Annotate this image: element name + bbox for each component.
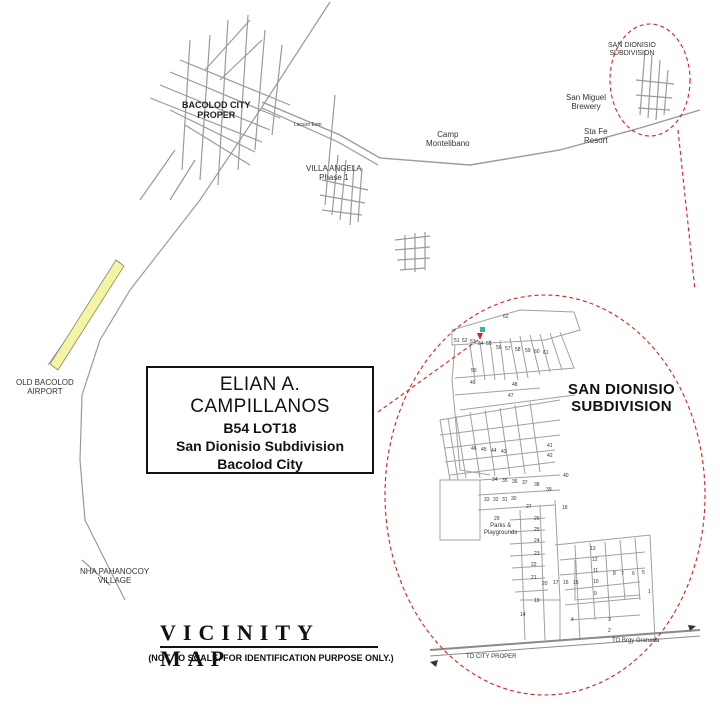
block-number: 21 (531, 575, 537, 581)
block-number: 33 (484, 497, 490, 503)
block-number: 60 (534, 349, 540, 355)
block-number: 55 (486, 341, 492, 347)
label-parks: Parks & Playgrounds (484, 523, 518, 536)
label-to-granada: TO Brgy Granada (612, 638, 660, 644)
owner-info-box: ELIAN A. CAMPILLANOS B54 LOT18 San Dioni… (146, 366, 374, 474)
label-sd-small: SAN DIONISIO SUBDIVISION (608, 42, 656, 58)
owner-lot: B54 LOT18 (223, 420, 297, 436)
label-brewery: San Miguel Brewery (566, 93, 607, 112)
owner-name: ELIAN A. CAMPILLANOS (190, 374, 330, 417)
block-number: 58 (515, 347, 521, 353)
block-number: 47 (508, 393, 514, 399)
arrow-right (688, 625, 696, 631)
main-highway (79, 1, 331, 601)
block-number: 62 (503, 314, 509, 320)
bottom-road (429, 629, 701, 651)
block-number: 54 (478, 341, 484, 347)
block-number: 7 (621, 571, 624, 577)
block-number: 29 (494, 516, 500, 522)
block-number: 39 (546, 487, 552, 493)
block-number: 14 (520, 612, 526, 618)
lot-marker-green (480, 327, 485, 332)
block-number: 56 (496, 345, 502, 351)
block-number: 36 (512, 479, 518, 485)
block-number: 15 (573, 580, 579, 586)
block-number: 4 (571, 617, 574, 623)
roads (47, 1, 701, 601)
block-number: 48 (512, 382, 518, 388)
block-number: 8 (613, 571, 616, 577)
block-number: 22 (531, 562, 537, 568)
small-boundary (609, 23, 691, 137)
title-underline (160, 646, 378, 648)
block-number: 27 (526, 504, 532, 510)
block-number: 19 (534, 598, 540, 604)
block-number: 25 (534, 527, 540, 533)
owner-city: Bacolod City (217, 456, 303, 472)
block-number: 9 (594, 591, 597, 597)
block-number: 32 (493, 497, 499, 503)
block-number: 44 (491, 448, 497, 454)
block-number: 53 (470, 339, 476, 345)
label-lacson: Lacson Extn (294, 122, 322, 128)
block-number: 35 (502, 478, 508, 484)
block-number: 61 (543, 350, 549, 356)
block-number: 30 (511, 496, 517, 502)
block-number: 26 (534, 516, 540, 522)
label-to-city: TO CITY PROPER (466, 654, 517, 660)
block-number: 6 (632, 571, 635, 577)
block-number: 1 (648, 589, 651, 595)
lot-marker-icon (477, 333, 483, 340)
block-number: 46 (471, 446, 477, 452)
block-number: 38 (534, 482, 540, 488)
block-number: 57 (505, 346, 511, 352)
block-number: 10 (593, 579, 599, 585)
map-note: (NOT TO SCALE. FOR IDENTIFICATION PURPOS… (148, 653, 394, 663)
block-number: 40 (563, 473, 569, 479)
airport-runway (49, 259, 125, 371)
block-number: 11 (593, 568, 599, 574)
block-number: 12 (592, 557, 598, 563)
block-number: 18 (562, 505, 568, 511)
block-number: 16 (563, 580, 569, 586)
block-number: 42 (547, 453, 553, 459)
block-number: 24 (534, 538, 540, 544)
label-city-proper: BACOLOD CITY PROPER (182, 100, 251, 121)
block-number: 31 (502, 497, 508, 503)
subdivision-title: SAN DIONISIO SUBDIVISION (568, 381, 675, 416)
block-number: 50 (471, 368, 477, 374)
block-number: 2 (608, 628, 611, 634)
block-number: 52 (462, 338, 468, 344)
label-villa-angela: VILLA ANGELA Phase 1 (306, 164, 362, 183)
label-stafe: Sta Fe Resort (584, 127, 608, 146)
subdivision-boundary (384, 294, 706, 696)
label-camp: Camp Montelibano (426, 130, 470, 149)
block-number: 45 (481, 447, 487, 453)
boundary-lines (377, 23, 706, 696)
block-number: 59 (525, 348, 531, 354)
block-number: 23 (534, 551, 540, 557)
label-nha: NHA PAHANOCOY VILLAGE (80, 567, 150, 586)
map-title: VICINITY MAP (160, 620, 320, 671)
block-number: 5 (642, 570, 645, 576)
block-number: 51 (454, 338, 460, 344)
block-number: 20 (542, 581, 548, 587)
block-number: 13 (590, 546, 596, 552)
block-number: 3 (608, 617, 611, 623)
block-number: 37 (522, 480, 528, 486)
label-old-airport: OLD BACOLOD AIRPORT (16, 378, 74, 397)
block-number: 34 (492, 477, 498, 483)
owner-subdivision: San Dionisio Subdivision (175, 438, 344, 454)
lacson-road (261, 101, 701, 166)
block-number: 41 (547, 443, 553, 449)
block-number: 49 (470, 380, 476, 386)
block-number: 17 (553, 580, 559, 586)
arrow-left (430, 660, 438, 667)
subdivision-streets (439, 309, 656, 641)
block-number: 43 (501, 449, 507, 455)
